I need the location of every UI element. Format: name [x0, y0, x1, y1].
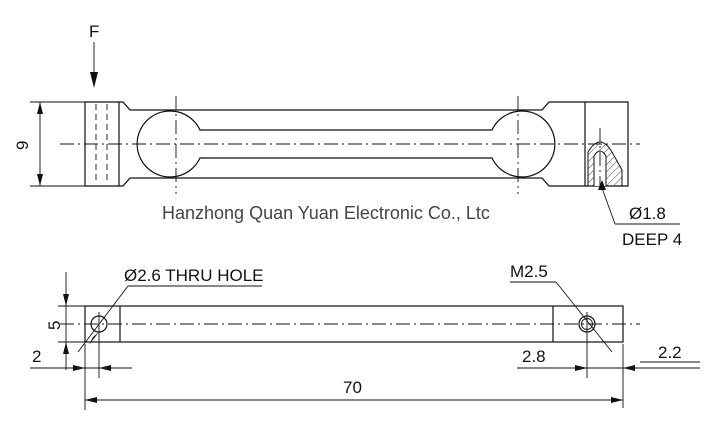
- hole-dia-label: Ø1.8: [629, 204, 666, 223]
- thread-callout: M2.5: [510, 262, 613, 353]
- dumbbell-slot: [136, 110, 556, 178]
- height-dimension: 9: [13, 101, 85, 187]
- thru-hole-callout: Ø2.6 THRU HOLE: [77, 266, 264, 353]
- right-offset-label: 2.8: [522, 347, 546, 366]
- width-label: 5: [45, 321, 64, 330]
- side-view: Ø2.6 THRU HOLE M2.5 5 2: [30, 262, 700, 410]
- left-offset-label: 2: [32, 347, 41, 366]
- right-edge-label: 2.2: [658, 343, 682, 362]
- right-offset-dimension: 2.8 2.2: [517, 343, 700, 408]
- hole-callout: Ø1.8 DEEP 4: [598, 180, 682, 249]
- thru-hole-label: Ø2.6 THRU HOLE: [124, 266, 264, 285]
- top-view-outline: [84, 101, 629, 187]
- left-offset-dimension: 2: [30, 347, 132, 371]
- length-dimension: 70: [84, 344, 623, 410]
- top-view: F 9: [13, 22, 682, 249]
- watermark-text: Hanzhong Quan Yuan Electronic Co., Ltc: [162, 203, 490, 223]
- force-label: F: [89, 22, 99, 41]
- height-label: 9: [13, 141, 32, 150]
- hole-depth-label: DEEP 4: [622, 230, 682, 249]
- thread-label: M2.5: [510, 262, 548, 281]
- width-dimension: 5: [45, 272, 85, 370]
- length-label: 70: [343, 378, 362, 397]
- force-arrow: [90, 42, 98, 88]
